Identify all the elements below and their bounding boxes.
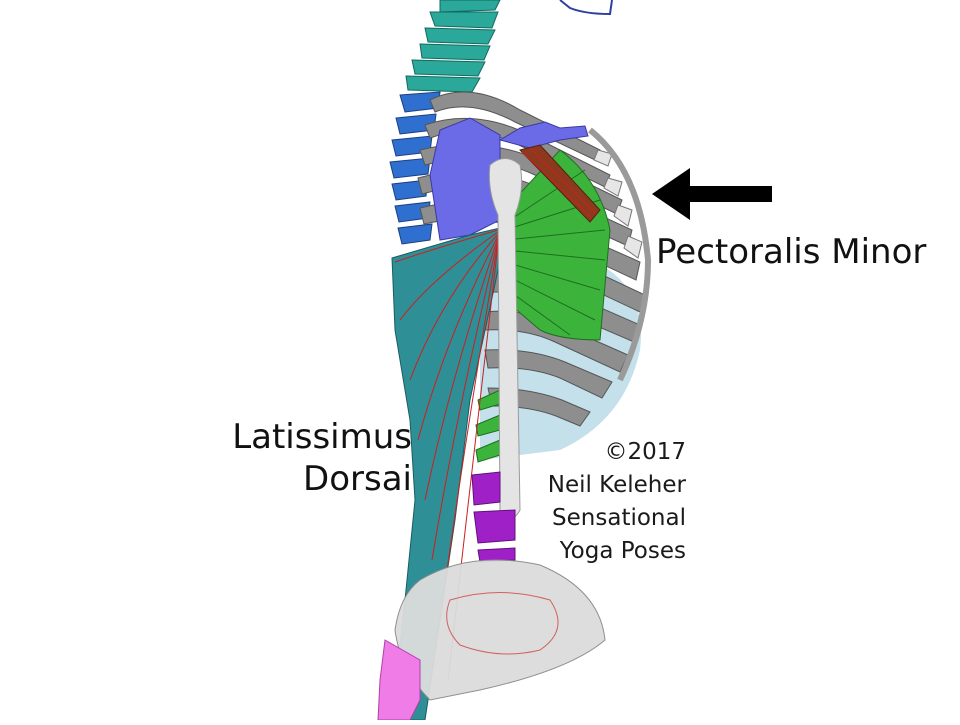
pectoralis-minor-label: Pectoralis Minor <box>656 232 926 272</box>
copyright-author: Neil Keleher <box>548 469 686 502</box>
copyright-site-line1: Sensational <box>548 502 686 535</box>
copyright-notice: ©2017 Neil Keleher Sensational Yoga Pose… <box>548 436 686 568</box>
copyright-site-line2: Yoga Poses <box>548 535 686 568</box>
latissimus-dorsi-label: Latissimus Dorsai <box>232 416 412 500</box>
latissimus-label-line2: Dorsai <box>232 458 412 500</box>
copyright-year: ©2017 <box>548 436 686 469</box>
pelvis-bone <box>395 560 605 700</box>
top-frame-outline <box>560 0 612 14</box>
latissimus-label-line1: Latissimus <box>232 416 412 458</box>
pointer-arrow-icon <box>652 168 772 220</box>
cervical-vertebrae <box>406 0 500 92</box>
